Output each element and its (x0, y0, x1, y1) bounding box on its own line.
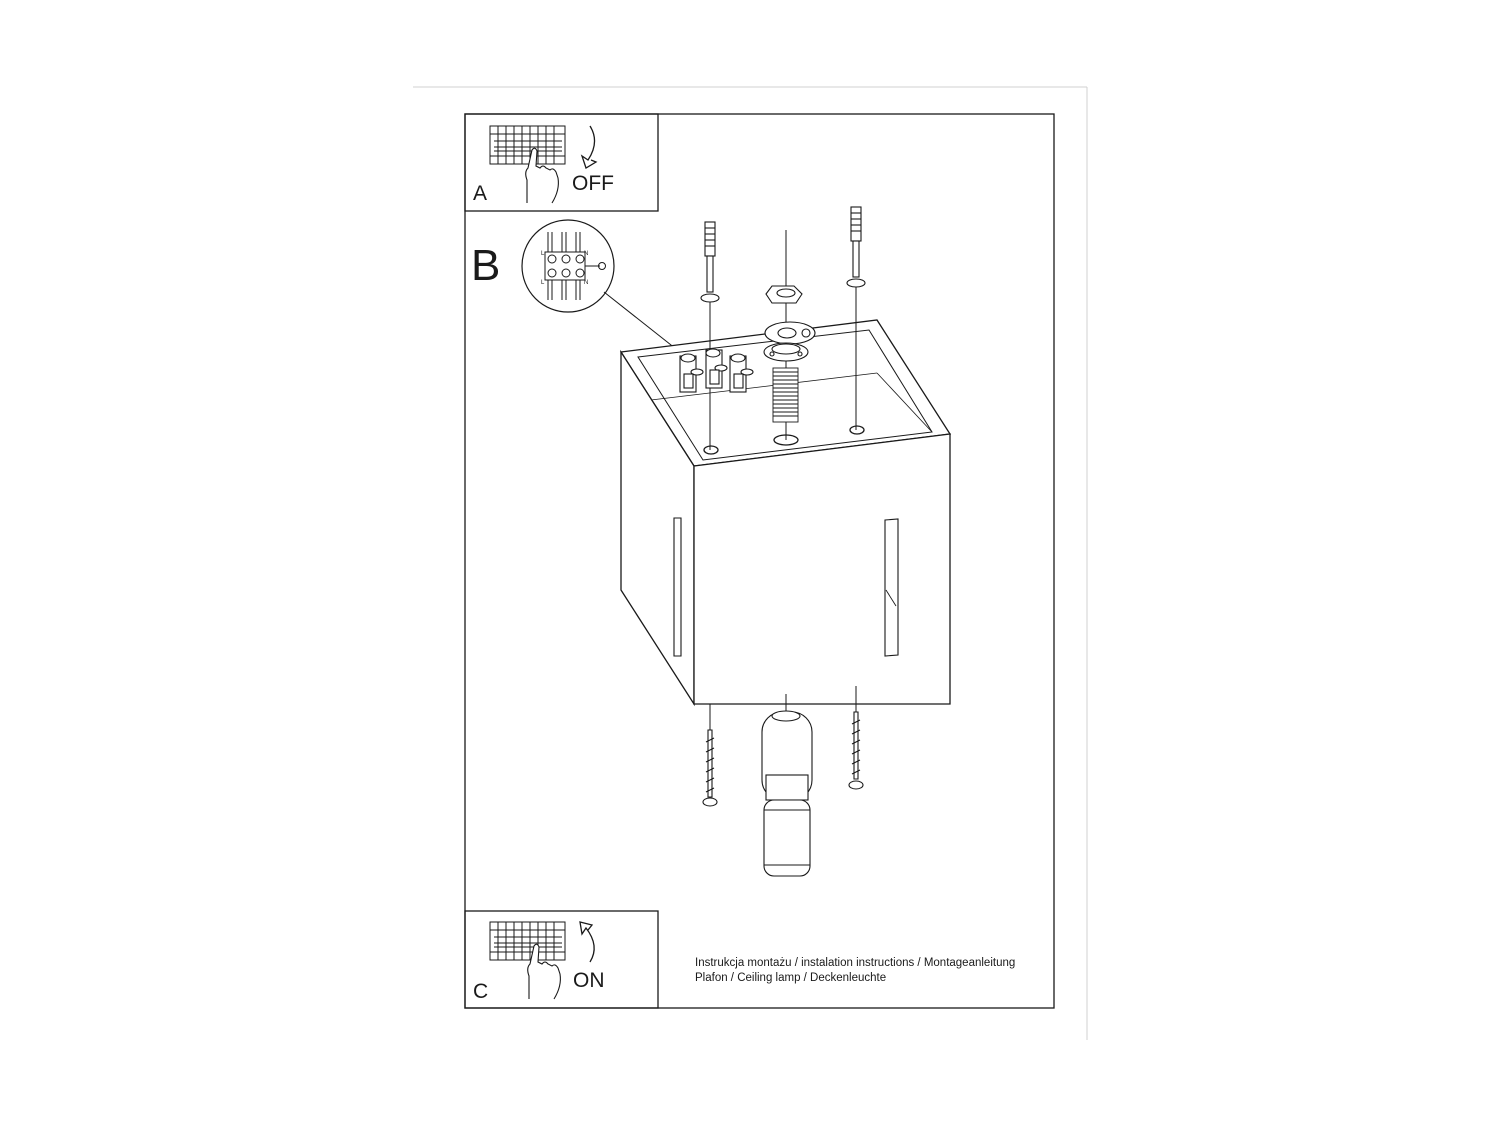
terminal-connector-icon (679, 348, 754, 393)
arrow-up-icon (579, 921, 595, 963)
panel-a: A OFF (464, 113, 659, 212)
caption-line-2: Plafon / Ceiling lamp / Deckenleuchte (695, 972, 886, 984)
hand-icon (525, 147, 559, 204)
wall-plug-right-icon (846, 206, 866, 430)
panel-c: C ON (464, 910, 659, 1009)
hand-icon (527, 943, 561, 1000)
arrow-down-icon (580, 125, 598, 169)
circuit-breaker-icon (489, 921, 566, 961)
panel-a-letter: A (473, 182, 487, 205)
terminal-mark-n-bottom: N (584, 280, 588, 286)
terminal-mark-n-top: N (584, 251, 588, 257)
panel-c-state: ON (573, 969, 605, 992)
screw-left-icon (702, 704, 718, 807)
lamp-box (619, 319, 952, 707)
nut-icon (765, 285, 803, 304)
bulb-socket-icon (761, 694, 813, 877)
panel-b: B L N L N (471, 219, 691, 361)
screw-right-icon (848, 686, 864, 790)
panel-a-state: OFF (572, 172, 614, 195)
circuit-breaker-icon (489, 125, 566, 165)
terminal-mark-l-top: L (541, 251, 545, 257)
page-border (413, 86, 1088, 1040)
terminal-block-icon (544, 232, 606, 300)
panel-c-letter: C (473, 980, 488, 1003)
terminal-mark-l-bottom: L (541, 280, 545, 286)
lamp-socket-base-icon (763, 342, 809, 362)
threaded-tube-icon (772, 367, 799, 423)
caption-line-1: Instrukcja montażu / instalation instruc… (695, 957, 1015, 969)
diagram-frame (464, 113, 1055, 1009)
panel-b-letter: B (471, 241, 500, 290)
mounting-ring-icon (764, 321, 816, 345)
